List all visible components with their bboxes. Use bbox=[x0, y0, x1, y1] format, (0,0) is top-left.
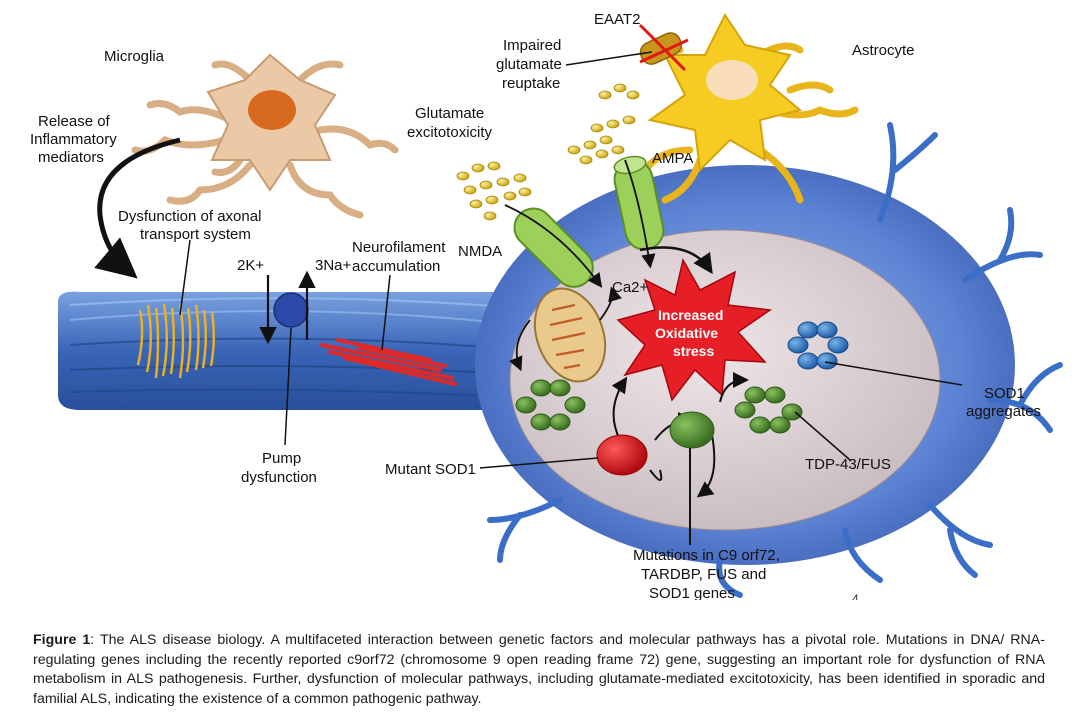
mitochondrion bbox=[533, 287, 607, 383]
protein-aggregate-right bbox=[734, 386, 803, 434]
label-pump-1: Pump bbox=[262, 450, 301, 467]
caption-figure-label: Figure 1 bbox=[33, 632, 91, 648]
label-glutamate-2: excitotoxicity bbox=[407, 124, 493, 141]
label-release-1: Release of bbox=[38, 113, 111, 130]
label-mutant-sod1: Mutant SOD1 bbox=[385, 461, 476, 478]
transport-fibers bbox=[136, 303, 215, 379]
label-release-3: mediators bbox=[38, 149, 104, 166]
label-mutations-3: SOD1 genes bbox=[649, 585, 735, 600]
figure-caption: Figure 1: The ALS disease biology. A mul… bbox=[33, 631, 1045, 709]
label-3na: 3Na+ bbox=[315, 257, 352, 274]
als-diagram: Microglia Release of Inflammatory mediat… bbox=[30, 11, 1063, 606]
astrocyte-cell bbox=[638, 13, 859, 204]
microglia-cell bbox=[131, 53, 399, 219]
pump-channel bbox=[273, 292, 309, 328]
sod1-aggregate-cluster bbox=[787, 321, 849, 370]
label-mutations-2: TARDBP, FUS and bbox=[641, 566, 766, 583]
label-glutamate-1: Glutamate bbox=[415, 105, 484, 122]
label-ca2: Ca2+ bbox=[612, 279, 649, 296]
nmda-receptor bbox=[513, 207, 594, 288]
label-dysfunction-axonal-1: Dysfunction of axonal bbox=[118, 208, 261, 225]
neurofilament-bundle bbox=[320, 338, 457, 386]
label-2k: 2K+ bbox=[237, 257, 264, 274]
page-number: 4 bbox=[852, 592, 859, 600]
label-ampa: AMPA bbox=[652, 150, 693, 167]
label-oxidative-3: stress bbox=[673, 343, 714, 359]
label-astrocyte: Astrocyte bbox=[852, 42, 915, 59]
caption-text: : The ALS disease biology. A multifacete… bbox=[33, 632, 1045, 707]
label-release-2: Inflammatory bbox=[30, 131, 117, 148]
glutamate-molecules bbox=[456, 83, 640, 221]
label-eaat2: EAAT2 bbox=[594, 11, 640, 28]
inflammation-arrow bbox=[94, 137, 181, 279]
label-pump-2: dysfunction bbox=[241, 469, 317, 486]
oxidative-stress-burst bbox=[616, 257, 773, 402]
dendrites bbox=[487, 122, 1063, 598]
label-microglia: Microglia bbox=[104, 48, 165, 65]
label-impaired-3: reuptake bbox=[502, 75, 560, 92]
label-impaired-2: glutamate bbox=[496, 56, 562, 73]
label-neurofilament-2: accumulation bbox=[352, 258, 440, 275]
label-oxidative-2: Oxidative bbox=[655, 325, 718, 341]
label-oxidative-1: Increased bbox=[658, 307, 723, 323]
protein-aggregate-left bbox=[515, 379, 586, 431]
label-dysfunction-axonal-2: transport system bbox=[140, 226, 251, 243]
c9orf72-protein bbox=[669, 411, 715, 449]
label-sod1-aggregates-2: aggregates bbox=[966, 403, 1041, 420]
label-tdp43: TDP-43/FUS bbox=[805, 456, 891, 473]
label-sod1-aggregates-1: SOD1 bbox=[984, 385, 1025, 402]
label-neurofilament-1: Neurofilament bbox=[352, 239, 446, 256]
label-mutations-1: Mutations in C9 orf72, bbox=[633, 547, 780, 564]
mutant-sod1-protein bbox=[596, 434, 648, 476]
label-impaired-1: Impaired bbox=[503, 37, 561, 54]
label-nmda: NMDA bbox=[458, 243, 502, 260]
